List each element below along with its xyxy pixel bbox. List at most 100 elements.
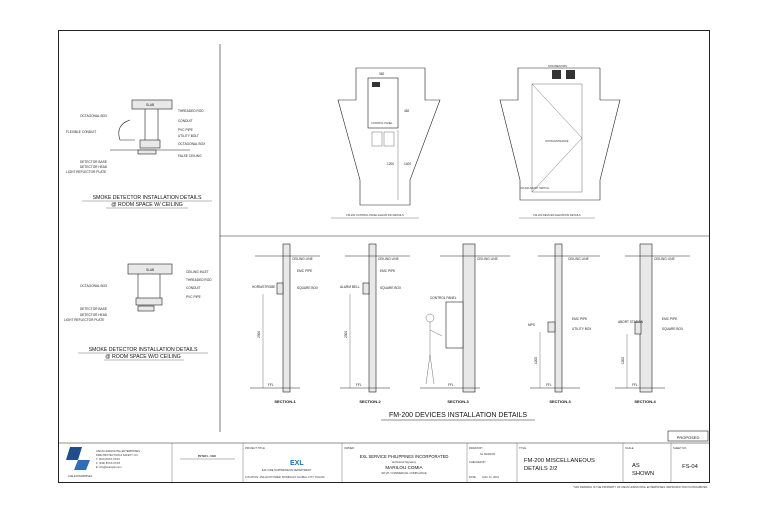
label-utility-bolt: UTILITY BOLT <box>178 134 199 138</box>
project-title-hd: PROJECT TITLE <box>245 446 265 450</box>
company-logo-icon <box>66 447 82 460</box>
dim-side: 482 <box>404 109 410 113</box>
label-slab-2: SLAB <box>146 268 154 272</box>
detector-shape <box>137 149 157 155</box>
sheetno-hd: SHEET NO. <box>673 446 687 450</box>
s3b-ffl: FFL <box>546 383 552 387</box>
label-conduit: CONDUIT <box>178 119 193 123</box>
section-1: CEILING LINE EMC PIPE HORN/STROBE SQUARE… <box>250 243 320 404</box>
section-2: CEILING LINE EMC PIPE ALARM BELL SQUARE … <box>340 243 410 404</box>
label-octagonal-box: OCTAGONAL BOX <box>80 114 108 118</box>
label-octagonal-box-3: OCTAGONAL BOX <box>80 284 108 288</box>
s4-device-label: ABORT STATION <box>618 320 644 324</box>
label-threaded-rod-2: THREADED ROD <box>186 278 212 282</box>
proposed-stamp: PROPOSED <box>677 435 700 440</box>
strobe-device <box>552 70 561 79</box>
s2-height: 2300 <box>344 331 348 338</box>
door-swing-2 <box>531 137 583 193</box>
title-smoke-ceiling-1: SMOKE DETECTOR INSTALLATION DETAILS <box>93 195 202 201</box>
s2-device <box>362 282 370 295</box>
slab-shape-2 <box>127 263 173 275</box>
s1-height: 2300 <box>257 331 261 338</box>
section-3a: CEILING LINE CONTROL PANEL FFL SECTION-3 <box>420 243 510 404</box>
title-control-panel-elev: FM-200 CONTROL PANEL ELEVATION DETAILS <box>346 213 404 217</box>
drawn-val: GL MARLON <box>480 452 495 456</box>
signatory: PETER L. UBO <box>198 454 216 458</box>
detector-shape-2 <box>137 305 155 312</box>
project-sub: EXL FIRE SUPPRESSION DEPARTMENT <box>262 468 312 472</box>
panel-label: CONTROL PANEL <box>371 121 393 125</box>
owner-person: MARILOU COMIA <box>385 465 423 470</box>
sheetno-val: FS-04 <box>682 464 699 470</box>
devices-elevation: ROOM ENTRANCE STROBE/HORN FM-200 ABORT S… <box>499 64 621 219</box>
wall-section-3b <box>554 243 563 393</box>
label-flexible-conduit: FLEXIBLE CONDUIT <box>66 130 96 134</box>
drawing-sheet <box>58 30 710 483</box>
company-line-1: ASIAN HORIZONTAL ENTERPRISES <box>96 449 140 453</box>
date-val: AUG. 11, 2021 <box>482 475 500 479</box>
label-detector-base: DETECTOR BASE <box>80 160 107 164</box>
owner-hd: OWNER <box>344 446 354 450</box>
label-light-reflector: LIGHT REFLECTOR PLATE <box>66 170 106 174</box>
s2-pipe-label: EMC PIPE <box>380 269 395 273</box>
s1-title: SECTION-1 <box>274 399 296 404</box>
device-box-2 <box>383 131 395 147</box>
wall-section-1 <box>282 243 291 393</box>
horn-device <box>566 70 575 79</box>
door-swing-1 <box>531 83 583 139</box>
s3b-box-label: UTILITY BOX <box>572 327 592 331</box>
s1-device-label: HORN/STROBE <box>252 285 275 289</box>
company-line-4: F: (632) 8XXX-XXXX <box>96 461 120 465</box>
wall-section-3a <box>462 243 476 393</box>
s2-title: SECTION-2 <box>359 399 381 404</box>
smoke-detector-noceiling-detail: SLAB CEILING INLET THREADED ROD OCTAGONA… <box>64 263 212 361</box>
s3b-ceiling-label: CEILING LINE <box>568 257 589 261</box>
scale-val-1: AS <box>632 463 640 469</box>
label-pvc-pipe: PVC PIPE <box>178 128 193 132</box>
s3b-pipe-label: EMC PIPE <box>572 317 587 321</box>
s3a-device-label: CONTROL PANEL <box>430 296 457 300</box>
s1-ceiling-label: CEILING LINE <box>292 257 313 261</box>
person-head <box>425 313 435 323</box>
wall-outline-2 <box>499 67 621 201</box>
smoke-detector-ceiling-detail: SLAB THREADED ROD OCTAGONAL BOX CONDUIT … <box>66 99 212 209</box>
company-line-5: E: info@example.com <box>96 465 121 469</box>
label-detector-base-2: DETECTOR BASE <box>80 307 107 311</box>
person-figure <box>425 322 443 385</box>
drawn-hd: DRAWN BY <box>469 446 483 450</box>
label-false-ceiling: FALSE CEILING <box>178 154 202 158</box>
section-4: CEILING LINE EMC PIPE ABORT STATION SQUA… <box>615 243 690 404</box>
title-hd: TITLE <box>519 446 526 450</box>
sheet-title-1: FM-200 MISCELLANEOUS <box>524 458 595 464</box>
device-box-1 <box>371 131 383 147</box>
s2-box-label: SQUARE BOX <box>380 286 402 290</box>
title-smoke-noceiling-2: @ ROOM SPACE W/O CEILING <box>105 354 181 360</box>
door-shape <box>531 83 583 193</box>
scale-val-2: SHOWN <box>632 471 654 477</box>
label-octagonal-box-2: OCTAGONAL BOX <box>178 142 206 146</box>
s3a-ffl: FFL <box>448 383 454 387</box>
s4-box-label: SQUARE BOX <box>662 327 684 331</box>
dim-h2: 1400 <box>404 162 411 166</box>
owner-role: Authorized Signatory <box>392 460 417 464</box>
proposed-stamp-box <box>667 430 709 442</box>
company-line-2: FIRE PROTECTION & SAFETY CO. <box>96 453 138 457</box>
label-detector-head: DETECTOR HEAD <box>80 165 108 169</box>
s4-ffl: FFL <box>632 383 638 387</box>
label-threaded-rod: THREADED ROD <box>178 109 204 113</box>
slab-shape <box>131 99 173 110</box>
owner-name: EXL SERVICE PHILIPPINES INCORPORATED <box>360 454 449 459</box>
s1-pipe-label: EMC PIPE <box>297 269 312 273</box>
top-device-label: STROBE/HORN <box>548 64 567 68</box>
s4-title: SECTION-4 <box>634 399 656 404</box>
dim-top: 382 <box>379 72 385 76</box>
control-panel-elevation: CONTROL PANEL 382 482 1200 1400 FM-200 C… <box>331 67 441 219</box>
title-smoke-noceiling-1: SMOKE DETECTOR INSTALLATION DETAILS <box>89 347 198 353</box>
flexible-conduit-shape <box>118 119 135 141</box>
door-label: ROOM ENTRANCE <box>545 139 568 143</box>
logo-caption: AHE ENTERPRISES <box>68 474 93 478</box>
label-ceiling-inlet: CEILING INLET <box>186 270 209 274</box>
owner-person-role: SR VP / COMMERCIAL COMPLIANCE <box>381 471 427 475</box>
scale-hd: SCALE <box>625 446 634 450</box>
